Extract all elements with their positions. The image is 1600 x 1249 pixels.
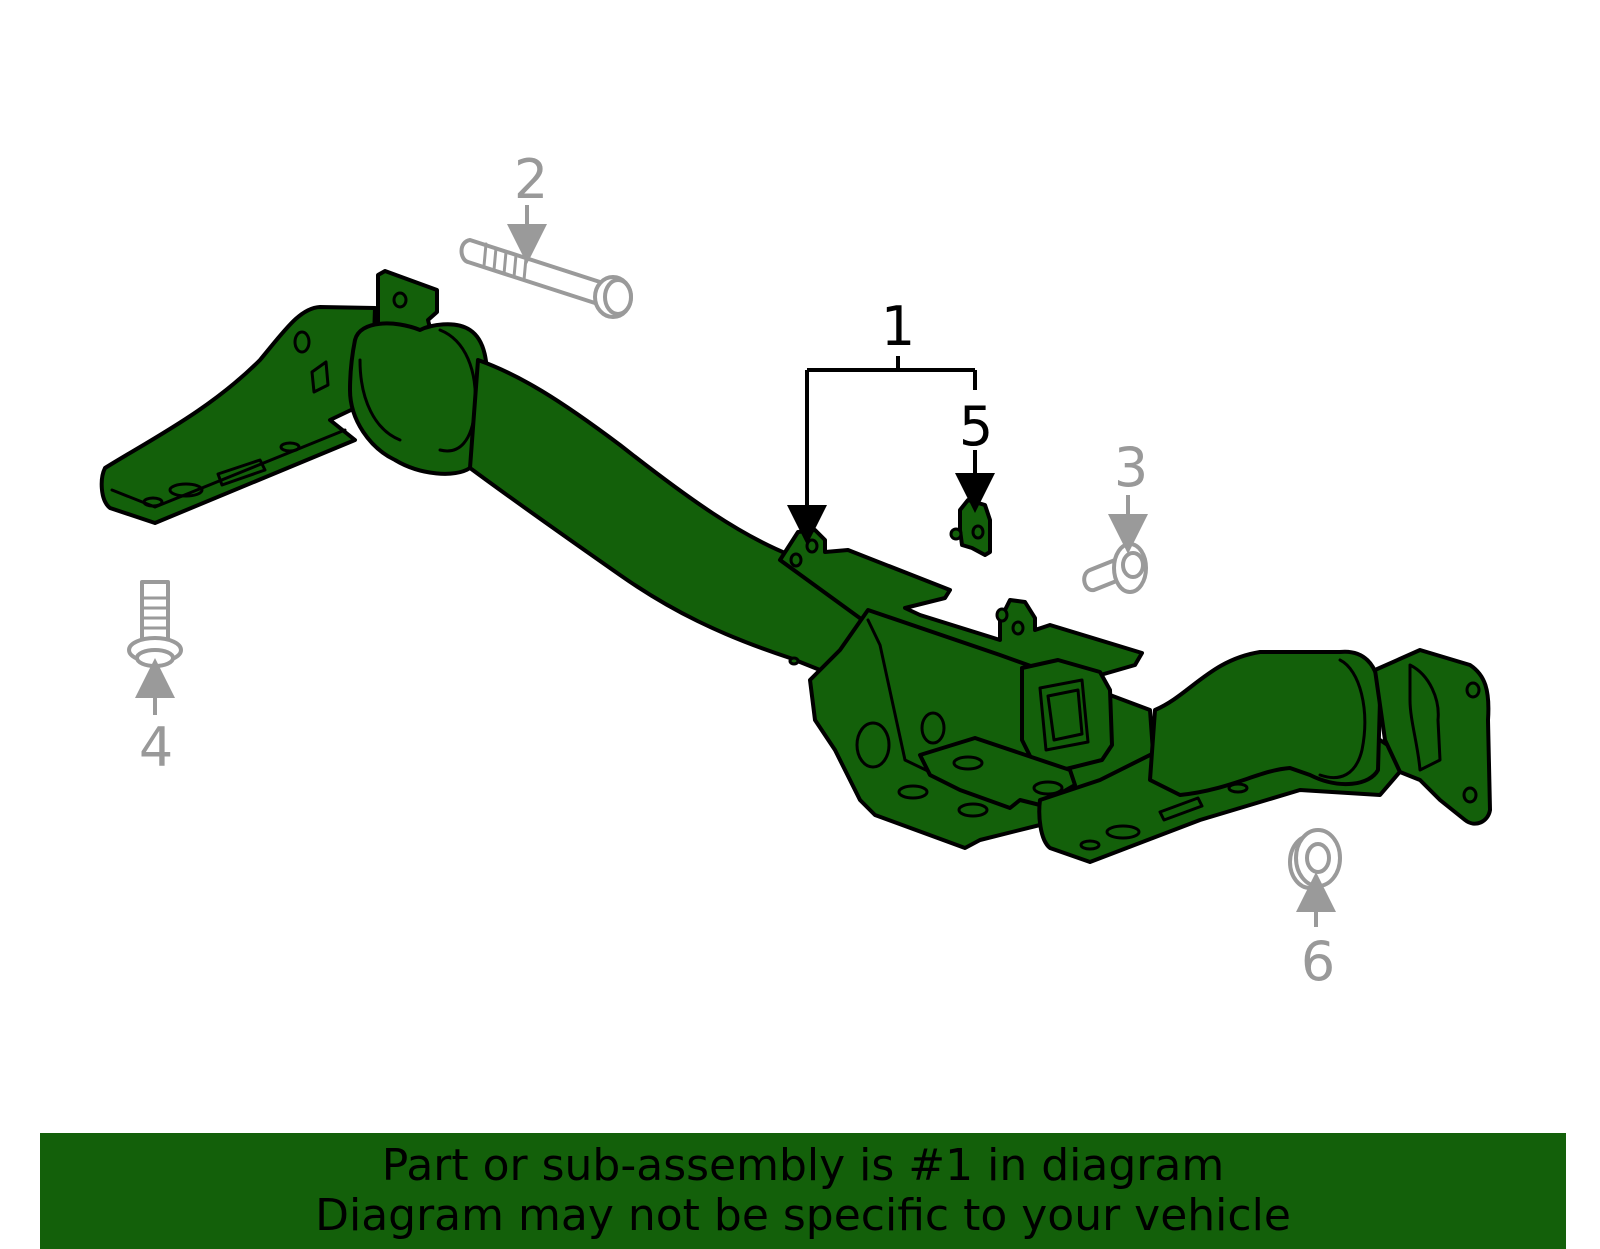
bracket-slot <box>310 360 330 394</box>
part-6-nut[interactable] <box>1288 828 1342 890</box>
callout-4: 4 <box>139 716 173 779</box>
tube-contour <box>1318 658 1367 780</box>
main-tube <box>468 358 882 672</box>
bracket-slot <box>1158 796 1204 822</box>
part-3-bolt[interactable] <box>1082 542 1148 594</box>
leader-lines <box>135 205 1336 927</box>
body-hole <box>855 721 891 769</box>
callout-6: 6 <box>1301 930 1335 993</box>
hitch-assembly[interactable] <box>99 269 1492 864</box>
callout-1: 1 <box>881 295 915 358</box>
left-collar <box>348 321 490 476</box>
body-hole <box>920 711 946 745</box>
collar-contour <box>358 358 402 442</box>
left-bracket <box>99 305 377 525</box>
bracket-hole <box>1227 782 1249 794</box>
callout-3: 3 <box>1114 436 1148 499</box>
body-hole <box>897 784 929 800</box>
callout-5: 5 <box>959 395 993 458</box>
mount-hole <box>1462 786 1478 804</box>
plate-hole <box>995 607 1009 623</box>
plate-hole <box>952 755 984 771</box>
plate-hole <box>1032 780 1064 796</box>
part-4-bolt[interactable] <box>127 580 183 668</box>
plate-hole <box>1011 620 1025 636</box>
mount-hole <box>392 291 408 309</box>
part-5-bracket[interactable] <box>949 498 992 557</box>
mount-hole <box>1465 681 1481 699</box>
right-mount-plate <box>1373 648 1492 826</box>
disclaimer-line-2: Diagram may not be specific to your vehi… <box>315 1190 1291 1241</box>
receiver-opening <box>1038 678 1090 752</box>
tube-hole <box>788 656 800 666</box>
plate-hole <box>805 538 819 554</box>
receiver-opening-inner <box>1046 688 1084 742</box>
bracket-hole <box>1079 839 1101 851</box>
disclaimer-banner: Part or sub-assembly is #1 in diagram Di… <box>40 1133 1566 1249</box>
body-hole <box>957 802 989 818</box>
plate-hole <box>789 552 803 568</box>
bracket-hole <box>293 330 311 354</box>
part-2-bolt[interactable] <box>459 238 633 319</box>
bracket-edge <box>110 428 347 509</box>
body-contour <box>866 618 932 774</box>
bracket-hole <box>1105 824 1141 840</box>
right-tube <box>1148 649 1382 797</box>
disclaimer-line-1: Part or sub-assembly is #1 in diagram <box>381 1140 1225 1191</box>
receiver-tube <box>1020 658 1114 772</box>
mount-slot <box>1408 663 1442 772</box>
callout-2: 2 <box>514 148 548 211</box>
